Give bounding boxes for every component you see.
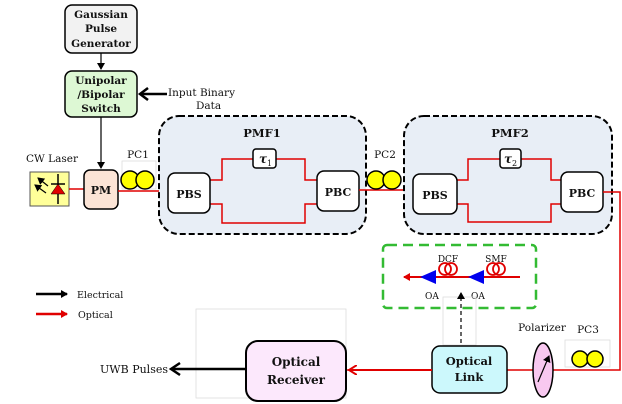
legend: Electrical Optical: [36, 290, 123, 321]
svg-text:τ: τ: [504, 152, 513, 166]
svg-text:PBC: PBC: [325, 186, 352, 199]
pc1-label: PC1: [127, 149, 149, 161]
smf-label: SMF: [485, 255, 507, 265]
polarization-controller-2: [366, 170, 402, 190]
dcf-label: DCF: [438, 255, 458, 265]
svg-text:Link: Link: [455, 370, 485, 384]
legend-item-optical: Optical: [36, 310, 113, 321]
delay-tau1: τ 1: [252, 148, 277, 169]
pmf1-title: PMF1: [243, 126, 281, 140]
oa-label-right: OA: [471, 292, 485, 302]
cw-laser: [29, 171, 70, 207]
optical-link: Optical Link: [431, 345, 508, 394]
optical-line: [457, 203, 561, 223]
svg-text:Generator: Generator: [71, 38, 131, 50]
svg-text:Optical: Optical: [272, 355, 321, 369]
svg-text:PBS: PBS: [176, 188, 202, 201]
laser-diode-icon: [50, 183, 66, 195]
svg-text:Optical: Optical: [446, 354, 493, 368]
optical-link-detail: DCF SMF OA OA: [381, 243, 538, 310]
dcf-coil-icon: [438, 262, 458, 276]
input-binary-data-label-2: Data: [196, 100, 221, 112]
svg-text:PBS: PBS: [422, 189, 448, 202]
gaussian-pulse-generator: Gaussian Pulse Generator: [64, 4, 138, 54]
svg-text:PBC: PBC: [569, 187, 596, 200]
svg-text:Receiver: Receiver: [267, 373, 326, 387]
optical-receiver: Optical Receiver: [245, 340, 347, 402]
legend-item-electrical: Electrical: [36, 290, 123, 301]
optical-line: [210, 203, 317, 224]
unipolar-bipolar-switch: Unipolar /Bipolar Switch: [64, 70, 138, 118]
amplifier-icon: [468, 270, 484, 284]
polarization-controller-1: [120, 160, 157, 190]
svg-text:Optical: Optical: [78, 310, 113, 321]
pc2-label: PC2: [374, 149, 396, 161]
polarization-controller-3: [564, 339, 611, 368]
oa-label-left: OA: [425, 292, 439, 302]
pmf1-pbs: PBS: [167, 172, 211, 214]
pmf1-group: PMF1 τ 1 PBS PBC: [158, 115, 367, 235]
polarizer-label: Polarizer: [518, 322, 567, 334]
pmf1-pbc: PBC: [316, 170, 360, 212]
svg-text:Pulse: Pulse: [85, 23, 117, 35]
pmf2-group: PMF2 τ 2 PBS PBC: [403, 115, 613, 235]
svg-text:Electrical: Electrical: [77, 290, 123, 301]
pc3-label: PC3: [577, 324, 599, 336]
input-binary-data-label: Input Binary: [168, 87, 235, 99]
svg-text:PM: PM: [91, 184, 111, 197]
uwb-pulses-label: UWB Pulses: [100, 363, 168, 376]
pmf2-title: PMF2: [491, 126, 529, 140]
optical-line: [210, 158, 317, 181]
amplifier-icon: [420, 270, 436, 284]
svg-text:Gaussian: Gaussian: [74, 9, 128, 21]
delay-tau2: τ 2: [499, 148, 522, 169]
cw-laser-label: CW Laser: [26, 153, 79, 165]
optical-line: [457, 158, 561, 181]
svg-text:Switch: Switch: [81, 103, 121, 115]
smf-coil-icon: [486, 262, 506, 276]
svg-text:Unipolar: Unipolar: [75, 75, 127, 87]
pmf2-pbs: PBS: [412, 173, 458, 215]
polarizer: [532, 342, 554, 398]
svg-text:2: 2: [512, 159, 517, 168]
pmf2-pbc: PBC: [560, 171, 604, 213]
svg-text:τ: τ: [259, 152, 268, 166]
svg-text:/Bipolar: /Bipolar: [77, 89, 125, 101]
svg-text:1: 1: [267, 159, 272, 168]
phase-modulator: PM: [83, 169, 119, 210]
